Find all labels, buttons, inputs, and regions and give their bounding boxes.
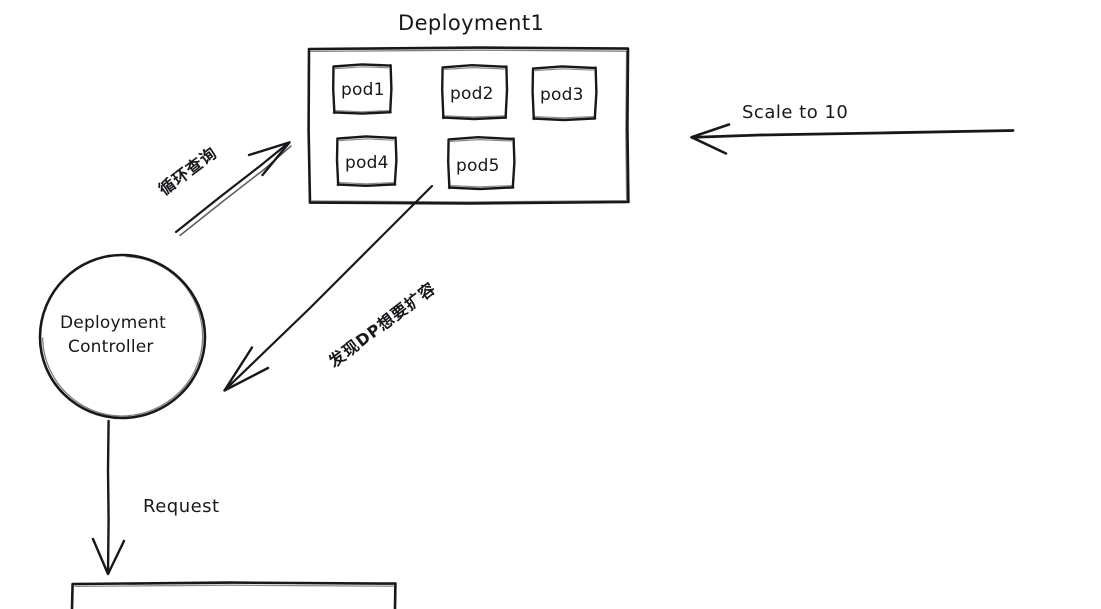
edge-label-scale-to-10: Scale to 10 [742,102,848,123]
edge-detect-scale: 发现DP想要扩容 [223,184,439,392]
edge-label-detect-scale: 发现DP想要扩容 [324,278,439,371]
controller-label-line2: Controller [68,337,154,357]
bottom-box [70,581,397,609]
pod-label-2: pod2 [450,84,494,104]
pod-box-5: pod5 [447,136,516,191]
pod-label-5: pod5 [456,156,500,176]
pod-box-2: pod2 [441,64,509,121]
edge-request: Request [91,419,220,576]
pod-label-1: pod1 [341,80,385,100]
deployment-box [307,46,630,205]
pod-box-4: pod4 [335,135,398,187]
deployment-title: Deployment1 [398,11,544,35]
edge-poll-query: 循环查询 [155,141,292,237]
controller-label-line1: Deployment [60,313,166,333]
edge-label-poll-query: 循环查询 [155,143,221,199]
edge-scale-command: Scale to 10 [690,102,1015,155]
deployment-controller-node: Deployment Controller [38,253,207,420]
pod-label-3: pod3 [540,85,584,105]
pod-box-1: pod1 [332,63,393,115]
edge-label-request: Request [143,496,220,517]
pod-box-3: pod3 [531,65,598,122]
pod-label-4: pod4 [345,153,389,173]
